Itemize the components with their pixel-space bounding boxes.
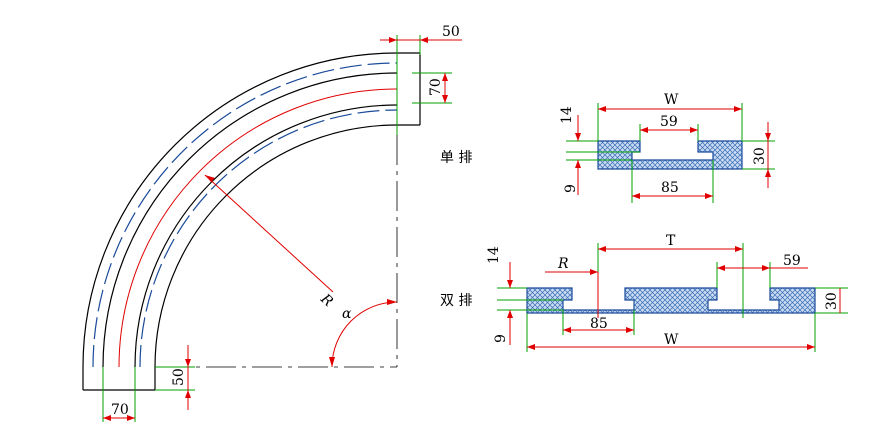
sr-9-label: 9 — [563, 184, 579, 193]
sr-9-arrow — [575, 160, 581, 168]
sr-85-label: 85 — [661, 180, 679, 196]
bottom-dim-70-arrow-l — [103, 415, 111, 421]
dr-85-arrow-r — [626, 327, 634, 333]
top-dim-70-label: 70 — [428, 78, 444, 96]
inner-arc-2 — [134, 104, 398, 368]
top-dim-50-arrow-l — [389, 37, 397, 43]
centerline-arc-outer — [92, 62, 398, 368]
angle-arrow-2 — [387, 299, 397, 305]
dr-w-arrow-l — [527, 344, 535, 350]
sr-14-arrow — [575, 133, 581, 141]
dr-14-label: 14 — [486, 246, 502, 264]
dr-9-arrow — [507, 310, 513, 318]
top-dim-50-arrow-r — [420, 37, 428, 43]
single-row-label: 单 排 — [440, 150, 472, 166]
dr-85-label: 85 — [590, 316, 608, 332]
dr-59-label: 59 — [783, 253, 801, 269]
dr-59-arrow-r — [762, 265, 770, 271]
sr-30-arrow-b — [765, 169, 771, 177]
dr-30-label: 30 — [824, 292, 840, 310]
dr-9-label: 9 — [493, 334, 509, 343]
double-row-section — [526, 287, 816, 314]
top-dim-50-label: 50 — [442, 24, 460, 40]
bottom-dim-70-arrow-r — [127, 415, 135, 421]
curved-bend-view: R α 50 70 70 50 — [82, 24, 462, 422]
double-row-profile: 双 排 T R 59 85 W — [440, 233, 848, 352]
sr-w-arrow-l — [598, 106, 606, 112]
angle-arc — [331, 301, 398, 368]
dr-t-arrow-r — [735, 246, 743, 252]
dr-w-label: W — [664, 332, 679, 348]
bottom-dim-50-arrow-t — [185, 359, 191, 367]
sr-14-label: 14 — [559, 106, 575, 124]
outer-arc — [82, 52, 398, 368]
sr-85-arrow-l — [632, 193, 640, 199]
radius-line — [204, 174, 334, 293]
top-dim-70-arrow-t — [442, 73, 448, 81]
sr-30-arrow-t — [765, 133, 771, 141]
radius-label: R — [317, 290, 337, 310]
dr-14-arrow — [507, 280, 513, 288]
radius-arc — [118, 88, 398, 368]
dr-85-arrow-l — [563, 327, 571, 333]
sr-w-arrow-r — [734, 106, 742, 112]
bottom-dim-70-label: 70 — [111, 402, 129, 418]
angle-arrow-1 — [329, 357, 335, 367]
single-row-section — [597, 140, 743, 170]
dr-t-arrow-l — [598, 246, 606, 252]
bottom-dim-50-arrow-b — [185, 390, 191, 398]
double-row-label: 双 排 — [440, 293, 472, 309]
dr-r-label: R — [557, 256, 569, 272]
sr-59-arrow-r — [690, 127, 698, 133]
radius-arrowhead — [205, 175, 215, 182]
single-row-profile: 单 排 W 59 85 14 9 — [440, 92, 775, 203]
sr-59-label: 59 — [660, 114, 678, 130]
outer-arc-2 — [102, 72, 398, 368]
dr-59-arrow-l — [717, 265, 725, 271]
sr-85-arrow-r — [705, 193, 713, 199]
sr-59-arrow-l — [640, 127, 648, 133]
centerline-arc-inner — [139, 109, 398, 368]
dr-w-arrow-r — [807, 344, 815, 350]
angle-label: α — [342, 306, 352, 322]
bottom-dim-50-label: 50 — [171, 368, 187, 386]
dr-t-label: T — [666, 233, 676, 249]
sr-w-label: W — [664, 92, 679, 108]
dr-r-arrow — [590, 269, 598, 275]
inner-arc — [154, 124, 398, 368]
top-dim-70-arrow-b — [442, 95, 448, 103]
sr-30-label: 30 — [752, 147, 768, 165]
